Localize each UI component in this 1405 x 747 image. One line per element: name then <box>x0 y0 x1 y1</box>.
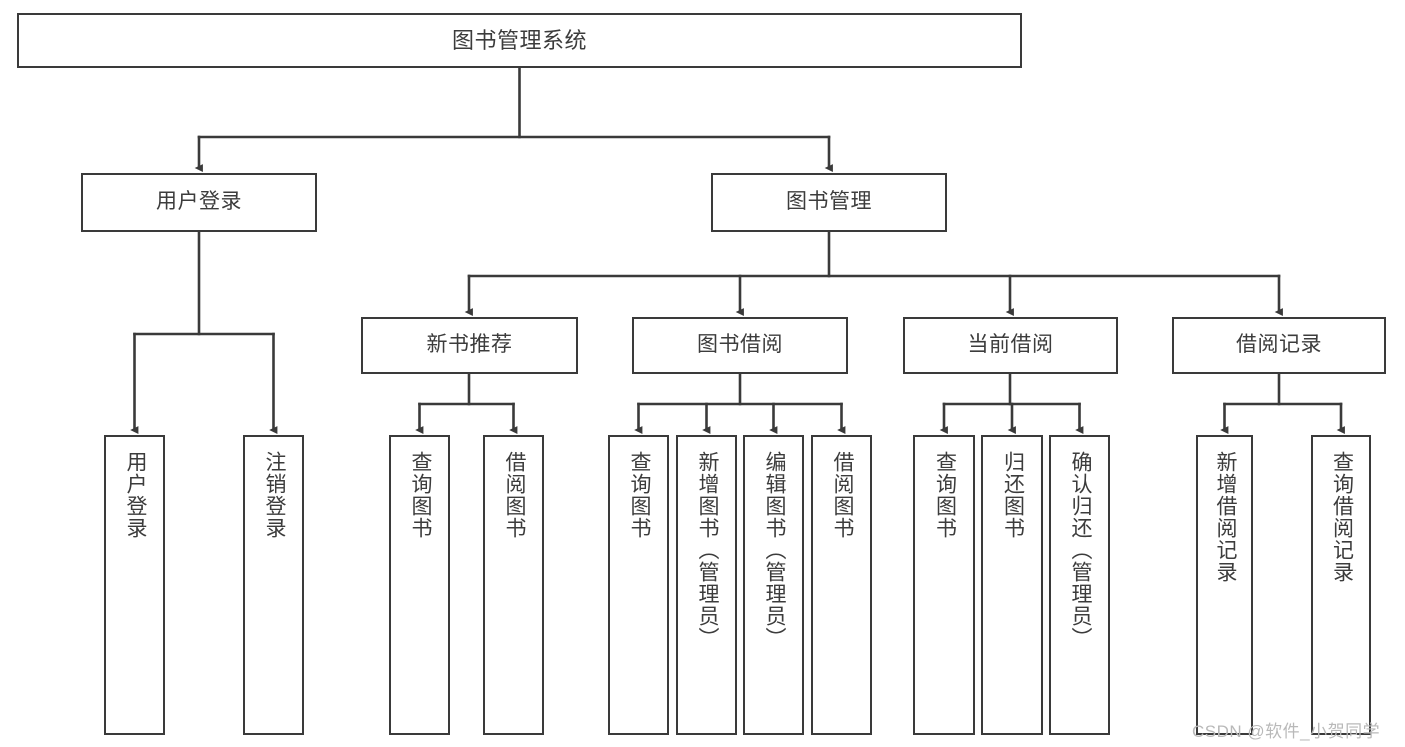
leaf-borrow-book-recommend[interactable]: 借阅图书 <box>483 435 544 735</box>
node-book-borrow[interactable]: 图书借阅 <box>632 317 848 374</box>
leaf-borrow-book[interactable]: 借阅图书 <box>811 435 872 735</box>
node-root-system[interactable]: 图书管理系统 <box>17 13 1022 68</box>
leaf-add-book-admin[interactable]: 新增图书（管理员） <box>676 435 737 735</box>
leaf-logout[interactable]: 注销登录 <box>243 435 304 735</box>
node-label: 注销登录 <box>262 451 286 539</box>
node-label: 借阅图书 <box>830 451 854 539</box>
leaf-user-login[interactable]: 用户登录 <box>104 435 165 735</box>
leaf-query-book-recommend[interactable]: 查询图书 <box>389 435 450 735</box>
node-label: 查询借阅记录 <box>1330 451 1354 583</box>
node-label: 当前借阅 <box>967 333 1054 357</box>
node-label: 新增借阅记录 <box>1213 451 1237 583</box>
node-label: 用户登录 <box>156 190 242 214</box>
node-label: 新增图书（管理员） <box>695 451 719 649</box>
node-current-borrow[interactable]: 当前借阅 <box>903 317 1118 374</box>
node-book-management[interactable]: 图书管理 <box>711 173 947 232</box>
node-label: 借阅记录 <box>1236 333 1322 357</box>
csdn-watermark: CSDN @软件_小贺同学 <box>1192 722 1381 741</box>
node-label: 用户登录 <box>123 451 147 539</box>
leaf-add-borrow-record[interactable]: 新增借阅记录 <box>1196 435 1253 735</box>
leaf-confirm-return-admin[interactable]: 确认归还（管理员） <box>1049 435 1110 735</box>
node-label: 新书推荐 <box>426 333 513 357</box>
node-label: 借阅图书 <box>502 451 526 539</box>
node-label: 编辑图书（管理员） <box>762 451 786 649</box>
node-label: 查询图书 <box>408 451 432 539</box>
node-user-login[interactable]: 用户登录 <box>81 173 317 232</box>
node-borrow-record[interactable]: 借阅记录 <box>1172 317 1386 374</box>
node-label: 图书管理 <box>786 190 872 214</box>
node-label: 确认归还（管理员） <box>1068 451 1092 649</box>
node-label: 查询图书 <box>627 451 651 539</box>
leaf-query-borrow-record[interactable]: 查询借阅记录 <box>1311 435 1371 735</box>
node-label: 查询图书 <box>933 451 957 539</box>
leaf-return-book[interactable]: 归还图书 <box>981 435 1043 735</box>
node-label: 归还图书 <box>1001 451 1025 539</box>
leaf-edit-book-admin[interactable]: 编辑图书（管理员） <box>743 435 804 735</box>
leaf-query-book-current[interactable]: 查询图书 <box>913 435 975 735</box>
node-new-book-recommend[interactable]: 新书推荐 <box>361 317 578 374</box>
node-label: 图书管理系统 <box>451 27 587 53</box>
leaf-query-book-borrow[interactable]: 查询图书 <box>608 435 669 735</box>
node-label: 图书借阅 <box>697 333 783 357</box>
